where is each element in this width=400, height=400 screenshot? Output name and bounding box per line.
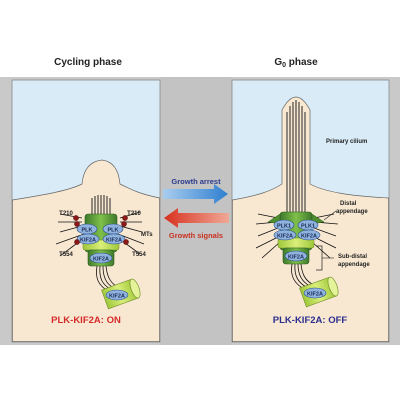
right-kif2a-oval-2 (297, 229, 321, 241)
right-plk-label-2: PLK1 (301, 224, 315, 230)
right-kif2a-oval-1 (273, 229, 297, 241)
left-kif2a-oval-1 (76, 233, 100, 245)
distal-pointer (323, 210, 337, 221)
right-title-rest: phase (286, 57, 318, 68)
right-kif2a-label-2: KIF2A (301, 234, 317, 240)
left-kif2a-label-4: KIF2A (109, 294, 125, 300)
distal-label-2: appendage (336, 209, 368, 215)
growth-signals-label: Growth signals (169, 231, 223, 240)
left-phospho-sites (73, 215, 129, 245)
right-kif2a-label-4: KIF2A (307, 292, 323, 298)
right-kif2a-label-3: KIF2A (288, 255, 304, 261)
left-plk-label-1: PLK (82, 228, 93, 234)
right-panel: Primary cilium PLK1 PLK1 KIF2A KIF2A KIF… (231, 79, 390, 343)
left-kif2a-oval-2 (102, 233, 126, 245)
left-t210-label-2: T210 (127, 211, 141, 217)
subdistal-label-2: appendage (338, 262, 370, 268)
left-kif2a-oval-4 (105, 289, 129, 301)
left-axoneme (91, 195, 111, 216)
right-title-sub: 0 (282, 62, 286, 69)
subdistal-label-1: Sub-distal (338, 254, 367, 260)
right-kif2a-oval-3 (284, 250, 308, 262)
left-panel-title: Cycling phase (54, 57, 122, 68)
growth-arrest-arrow-icon (163, 184, 228, 204)
left-kif2a-oval-3 (89, 252, 113, 264)
left-mts-label: MTs (141, 232, 153, 238)
left-t210-label-1: T210 (59, 211, 73, 217)
middle-gap (160, 77, 232, 345)
right-kif2a-label-1: KIF2A (277, 234, 293, 240)
left-t554-label-1: T554 (59, 252, 73, 258)
left-status: PLK-KIF2A: ON (51, 315, 121, 326)
left-panel: PLK PLK KIF2A KIF2A KIF2A T210 T210 T554… (11, 79, 161, 343)
growth-signals-arrow-icon (164, 208, 229, 228)
left-plk-label-2: PLK (108, 228, 119, 234)
right-plk-label-1: PLK1 (277, 224, 291, 230)
left-kif2a-label-2: KIF2A (106, 238, 122, 244)
right-cilium-axoneme (286, 100, 306, 214)
right-title-g: G (274, 57, 282, 68)
distal-label-1: Distal (340, 201, 357, 207)
right-panel-title: G0 phase (274, 57, 318, 69)
left-t554-label-2: T554 (132, 252, 146, 258)
transition-arrows: Growth arrest Growth signals (163, 177, 229, 240)
left-kif2a-label-3: KIF2A (93, 257, 109, 263)
right-kif2a-oval-4 (303, 287, 327, 299)
right-status: PLK-KIF2A: OFF (273, 315, 348, 326)
primary-cilium-label: Primary cilium (326, 139, 367, 145)
left-kif2a-label-1: KIF2A (80, 238, 96, 244)
growth-arrest-label: Growth arrest (171, 177, 221, 186)
